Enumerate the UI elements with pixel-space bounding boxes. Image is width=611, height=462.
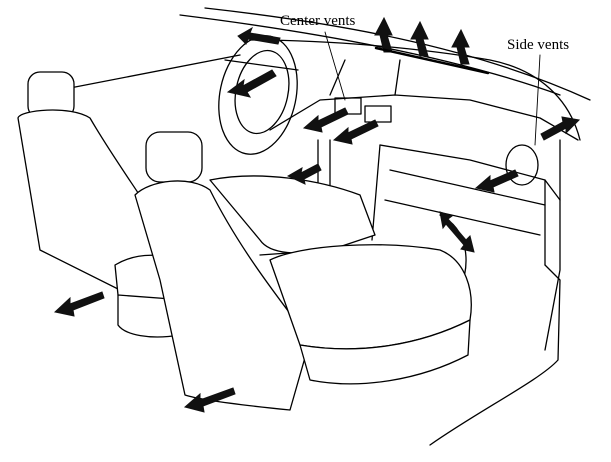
arrow-steering-top	[238, 28, 280, 44]
arrow-rear-floor-left	[55, 292, 104, 316]
arrow-center-vent-2	[334, 120, 378, 144]
side-vents-label: Side vents	[507, 38, 569, 53]
steering-wheel	[208, 28, 307, 161]
arrow-steering-center	[228, 70, 276, 97]
arrow-defrost-3	[452, 30, 469, 64]
arrow-center-vent-1	[304, 108, 348, 132]
arrow-footwell-right	[440, 212, 474, 252]
arrow-defrost-2	[411, 22, 428, 56]
center-vents-label: Center vents	[280, 14, 355, 29]
